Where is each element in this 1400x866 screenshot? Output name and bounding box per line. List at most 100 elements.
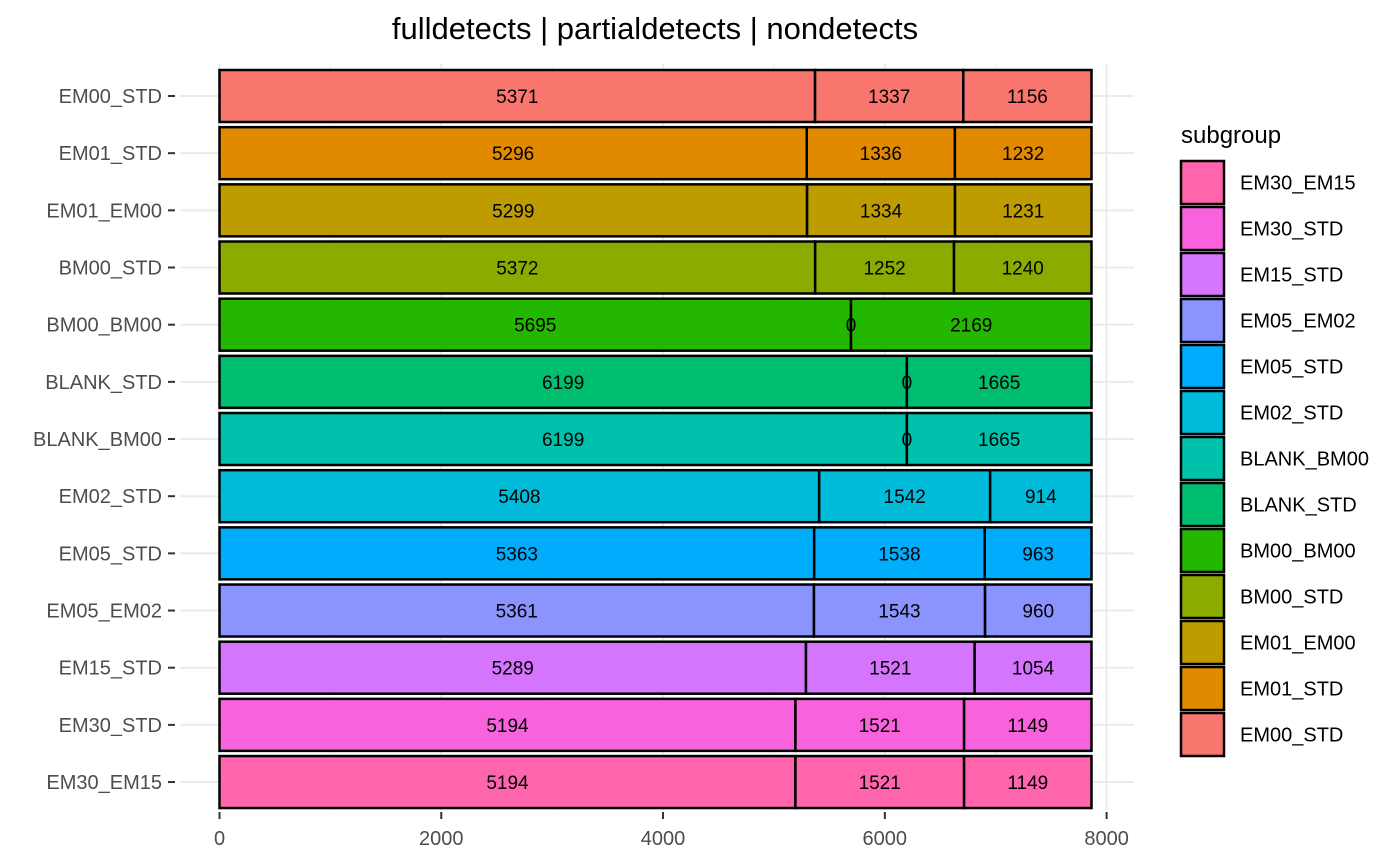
data-label-bm00-bm00-full: 5695	[514, 316, 556, 337]
data-label-blank-bm00-partial: 0	[902, 430, 913, 451]
data-label-bm00-std-non: 1240	[1002, 259, 1044, 280]
legend-key-em05-em02	[1179, 297, 1226, 344]
legend-item-em30-std: EM30_STD	[1179, 205, 1343, 252]
legend-item-blank-bm00: BLANK_BM00	[1179, 435, 1369, 482]
data-label-em30-em15-non: 1149	[1007, 773, 1048, 794]
bar-segment-em15-std-non	[973, 640, 1093, 695]
legend-item-em05-em02: EM05_EM02	[1179, 297, 1356, 344]
data-label-em05-em02-non: 960	[1022, 602, 1054, 623]
data-label-em15-std-non: 1054	[1012, 659, 1055, 680]
data-label-em05-em02-full: 5361	[496, 602, 538, 623]
legend-key-em15-std	[1179, 251, 1226, 298]
x-tick-label-0: 0	[214, 828, 225, 850]
x-tick-label-6000: 6000	[863, 828, 908, 850]
legend-label-blank-bm00: BLANK_BM00	[1240, 449, 1369, 471]
data-label-em01-em00-full: 5299	[492, 201, 534, 222]
data-label-em00-std-non: 1156	[1007, 87, 1048, 108]
bar-group-bm00-std: 5372 1252 1240	[218, 240, 1093, 295]
legend-key-bm00-bm00	[1179, 527, 1226, 574]
legend-title: subgroup	[1181, 122, 1281, 149]
data-label-em30-std-non: 1149	[1007, 716, 1048, 737]
bar-segment-em00-std-full	[218, 68, 817, 124]
legend-key-em05-std	[1179, 343, 1226, 390]
data-label-em30-std-partial: 1521	[859, 716, 901, 737]
legend-item-em15-std: EM15_STD	[1179, 251, 1343, 298]
bar-segment-bm00-bm00-full	[218, 297, 853, 352]
data-label-em01-em00-non: 1231	[1002, 201, 1044, 222]
bar-segment-em02-std-full	[218, 468, 821, 524]
y-tick-label-blank-std: BLANK_STD	[45, 372, 162, 394]
bar-segment-em01-std-full	[218, 125, 808, 181]
bar-segment-bm00-bm00-non	[849, 297, 1093, 352]
legend-key-em01-em00	[1179, 619, 1226, 666]
bar-segment-bm00-std-full	[218, 240, 817, 295]
bar-segment-blank-std-full	[218, 354, 909, 410]
bar-segment-bm00-std-non	[952, 240, 1093, 295]
y-tick-label-bm00-bm00: BM00_BM00	[46, 315, 162, 337]
data-label-blank-std-partial: 0	[902, 373, 913, 394]
bar-segment-em05-std-full	[218, 526, 816, 581]
bar-group-em02-std: 5408 1542 914	[218, 468, 1093, 524]
legend-label-em05-em02: EM05_EM02	[1240, 311, 1356, 333]
data-label-em05-std-non: 963	[1022, 544, 1054, 565]
bar-segment-em02-std-partial	[817, 468, 992, 524]
bar-group-em30-std: 5194 1521 1149	[218, 697, 1093, 753]
data-label-bm00-std-full: 5372	[496, 259, 538, 280]
legend-label-em15-std: EM15_STD	[1240, 265, 1343, 287]
legend-label-bm00-std: BM00_STD	[1240, 587, 1343, 609]
legend-item-em01-std: EM01_STD	[1179, 665, 1343, 712]
data-label-bm00-bm00-non: 2169	[950, 316, 992, 337]
y-tick-label-bm00-std: BM00_STD	[59, 258, 162, 280]
bar-group-em00-std: 5371 1337 1156	[218, 68, 1093, 124]
legend-item-em01-em00: EM01_EM00	[1179, 619, 1356, 666]
data-label-blank-bm00-full: 6199	[542, 430, 584, 451]
y-tick-label-em05-std: EM05_STD	[59, 543, 162, 565]
legend-label-em30-std: EM30_STD	[1240, 219, 1343, 241]
bar-segment-em01-em00-non	[953, 183, 1093, 238]
legend-key-em01-std	[1179, 665, 1226, 712]
legend-label-em02-std: EM02_STD	[1240, 403, 1343, 425]
bar-segment-em01-em00-full	[218, 183, 809, 238]
data-label-em01-em00-partial: 1334	[860, 201, 903, 222]
y-tick-label-em05-em02: EM05_EM02	[46, 601, 162, 623]
bar-segment-em01-em00-partial	[805, 183, 957, 238]
data-label-bm00-std-partial: 1252	[863, 259, 905, 280]
chart-title: fulldetects | partialdetects | nondetect…	[392, 11, 918, 46]
data-label-em30-em15-full: 5194	[486, 773, 529, 794]
bar-group-em01-em00: 5299 1334 1231	[218, 183, 1093, 238]
legend-item-blank-std: BLANK_STD	[1179, 481, 1357, 528]
data-label-blank-std-non: 1665	[978, 373, 1020, 394]
legend-item-em00-std: EM00_STD	[1179, 711, 1343, 758]
legend-key-blank-std	[1179, 481, 1226, 528]
legend-key-em30-em15	[1179, 159, 1226, 206]
y-tick-label-blank-bm00: BLANK_BM00	[33, 429, 162, 451]
legend-label-em00-std: EM00_STD	[1240, 725, 1343, 747]
data-label-em02-std-partial: 1542	[884, 487, 926, 508]
y-tick-label-em00-std: EM00_STD	[59, 86, 162, 108]
data-label-em02-std-full: 5408	[498, 487, 540, 508]
legend-label-blank-std: BLANK_STD	[1240, 495, 1357, 517]
y-tick-label-em30-em15: EM30_EM15	[46, 772, 162, 794]
legend-label-em01-em00: EM01_EM00	[1240, 633, 1356, 655]
bar-segment-em15-std-partial	[804, 640, 976, 695]
legend-label-em30-em15: EM30_EM15	[1240, 173, 1356, 195]
legend-key-bm00-std	[1179, 573, 1226, 620]
legend-key-em30-std	[1179, 205, 1226, 252]
data-label-em00-std-partial: 1337	[868, 87, 910, 108]
legend-item-em02-std: EM02_STD	[1179, 389, 1343, 436]
x-tick-label-4000: 4000	[641, 828, 686, 850]
data-label-em30-std-full: 5194	[486, 716, 529, 737]
x-tick-label-2000: 2000	[419, 828, 464, 850]
bar-segment-em00-std-partial	[813, 68, 965, 124]
data-label-em00-std-full: 5371	[496, 87, 538, 108]
data-label-em02-std-non: 914	[1025, 487, 1057, 508]
data-label-em01-std-full: 5296	[492, 144, 534, 165]
